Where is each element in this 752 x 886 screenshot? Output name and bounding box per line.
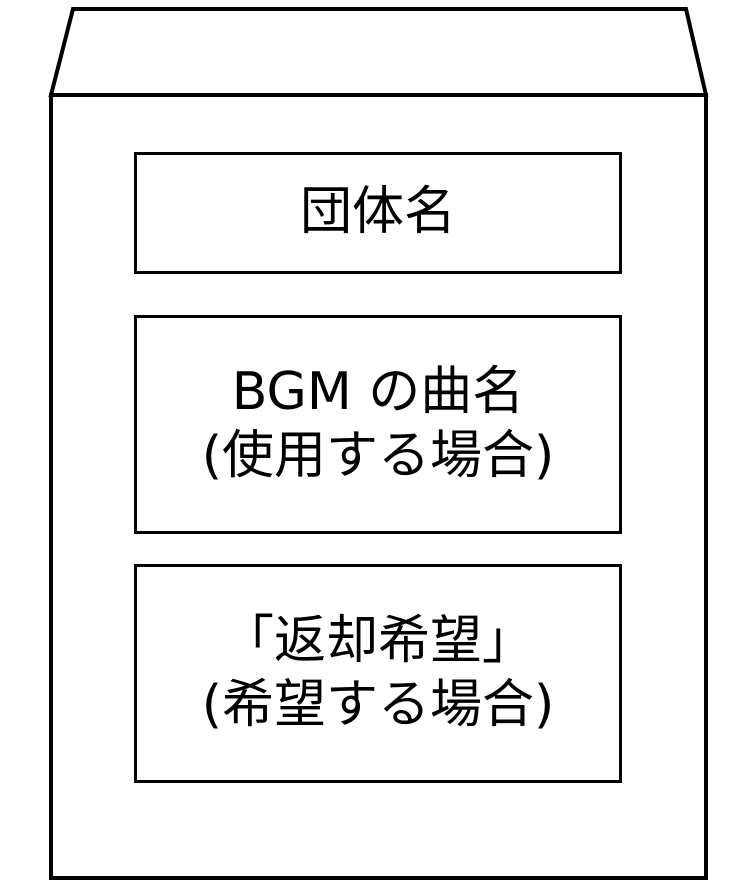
return-request-label: 「返却希望」 <box>221 611 534 672</box>
organization-name-label: 団体名 <box>299 182 456 243</box>
return-request-note: (希望する場合) <box>201 674 555 735</box>
bgm-title-box: BGM の曲名 (使用する場合) <box>134 315 622 534</box>
return-request-box: 「返却希望」 (希望する場合) <box>134 564 622 783</box>
bgm-title-label: BGM の曲名 <box>231 362 525 423</box>
bgm-title-note: (使用する場合) <box>201 425 555 486</box>
envelope-flap <box>48 7 709 97</box>
organization-name-box: 団体名 <box>134 152 622 274</box>
